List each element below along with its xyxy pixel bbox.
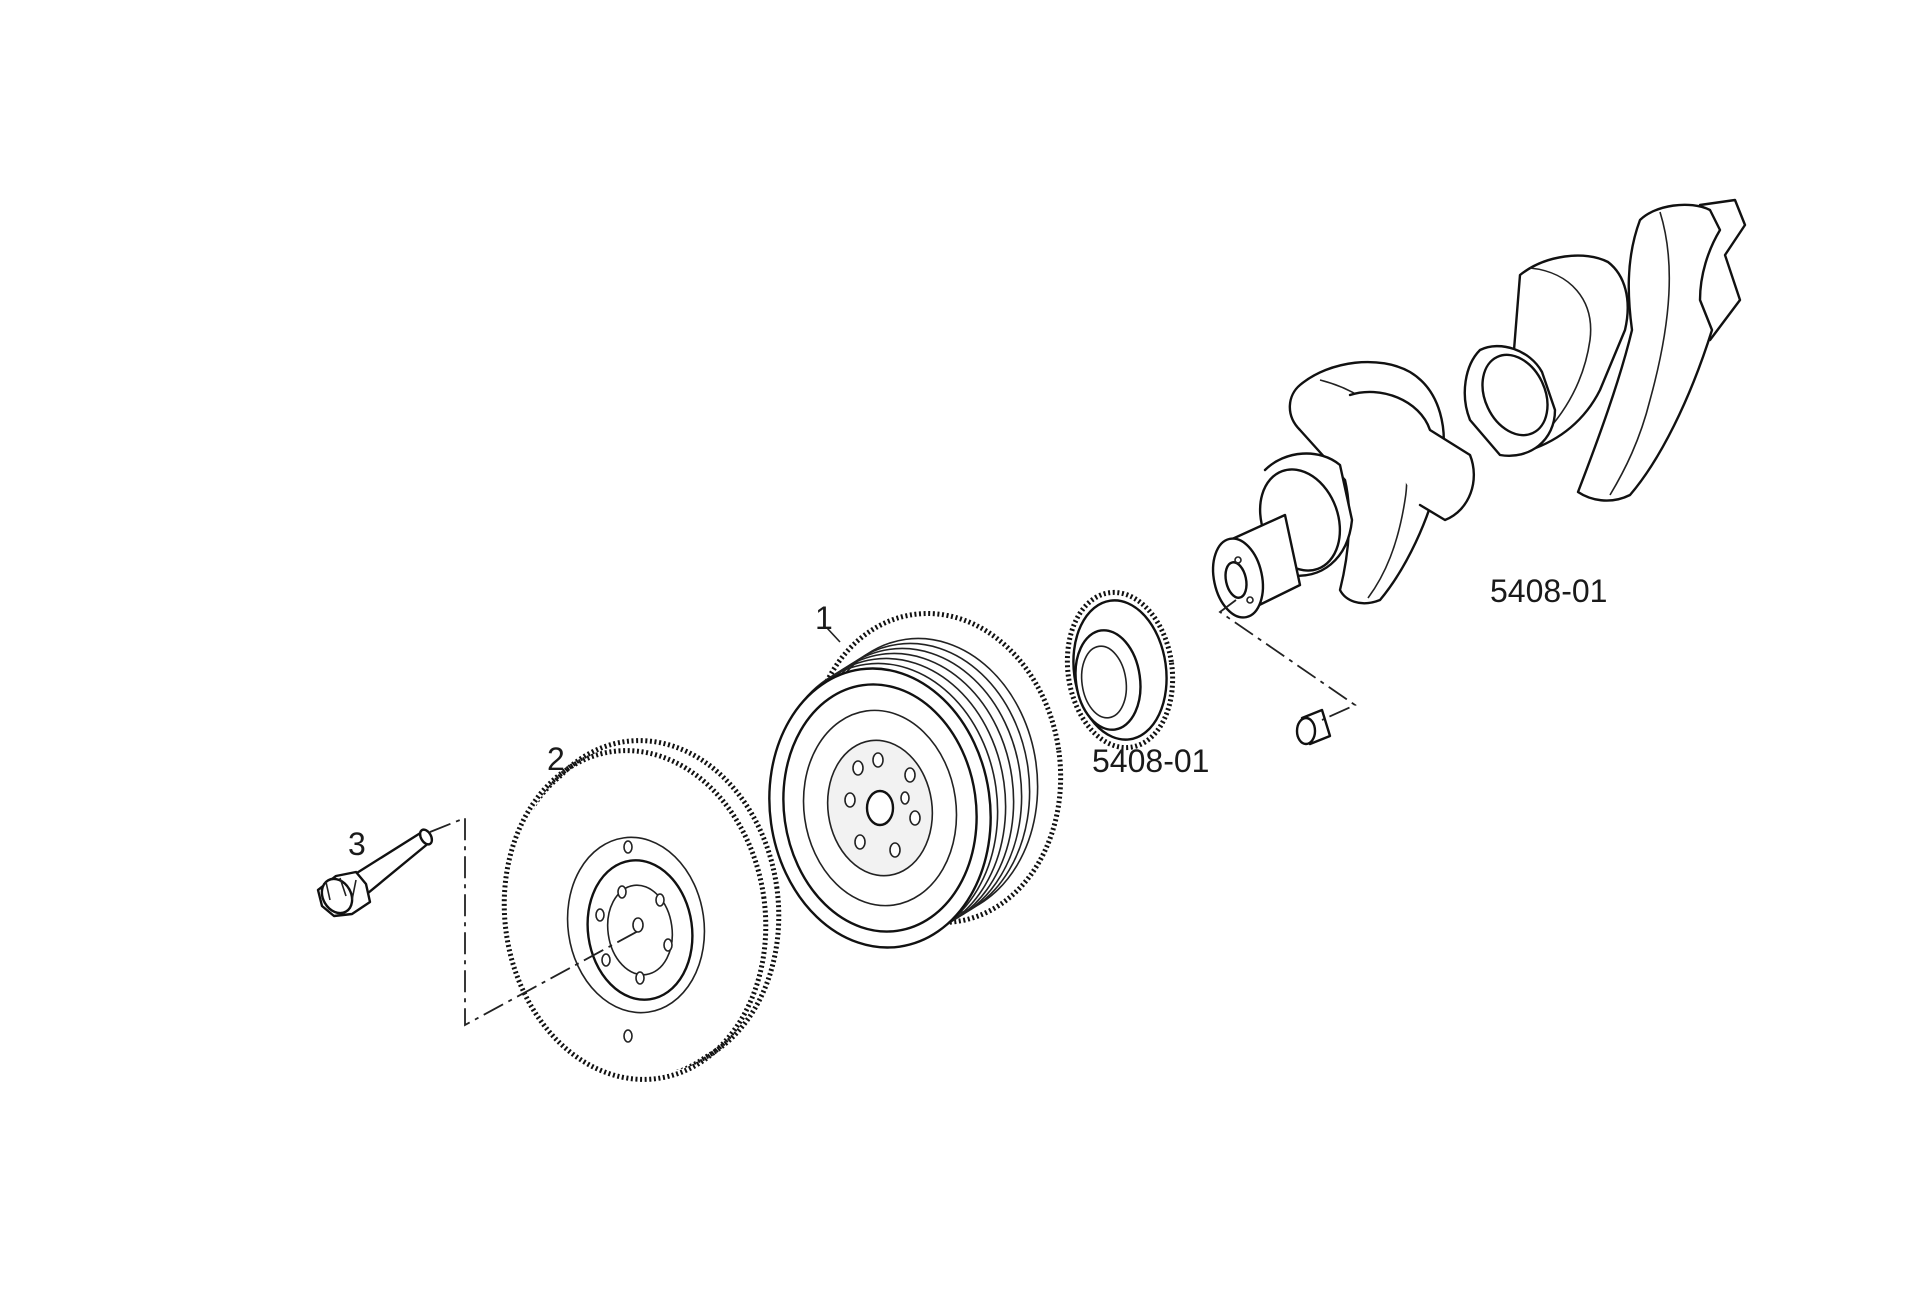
crankshaft	[1211, 198, 1747, 619]
callout-ref-sprocket: 5408-01	[1092, 743, 1210, 779]
crankshaft-sprocket	[1064, 589, 1176, 751]
key-pin	[1295, 708, 1332, 746]
callout-ref-crankshaft: 5408-01	[1490, 573, 1608, 609]
assembly-axis-lines	[429, 599, 1357, 1027]
callout-item-1: 1	[815, 600, 833, 636]
vibration-damper	[501, 738, 782, 1082]
callout-item-2: 2	[547, 741, 565, 777]
leader-lines	[826, 627, 841, 643]
crankshaft-pulley	[768, 611, 1064, 949]
bolt	[316, 828, 434, 918]
callout-item-3: 3	[348, 826, 366, 862]
